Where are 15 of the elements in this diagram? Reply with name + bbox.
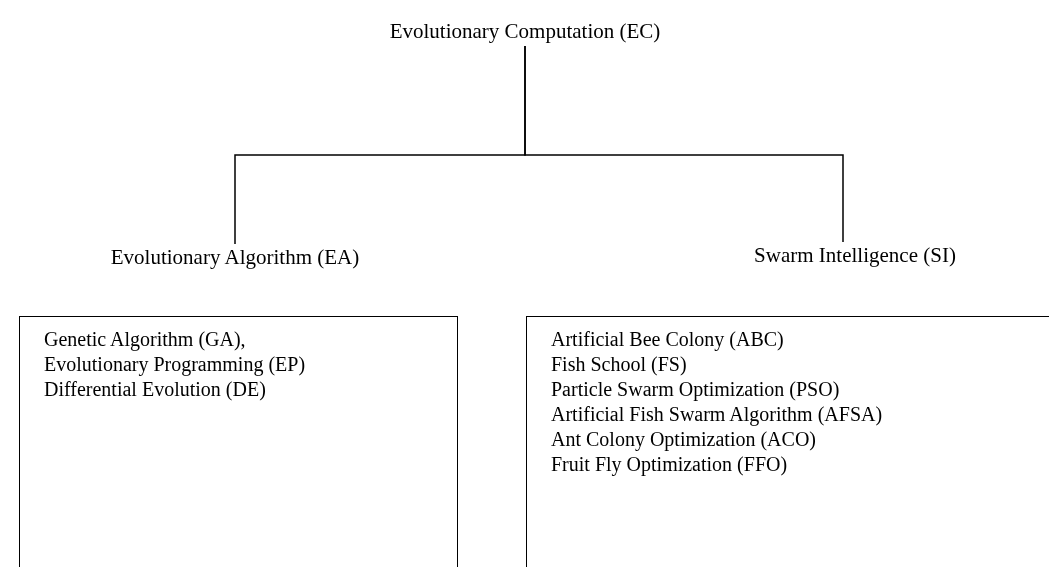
category-label: Evolutionary Computation (EC) [388, 18, 662, 44]
list-item: Particle Swarm Optimization (PSO) [551, 377, 841, 402]
list-item: Evolutionary Programming (EP) [44, 352, 307, 377]
list-item: Fruit Fly Optimization (FFO) [551, 452, 789, 477]
list-item: Fish School (FS) [551, 352, 688, 377]
list-box [19, 316, 458, 567]
list-box [526, 316, 1049, 567]
list-item: Artificial Bee Colony (ABC) [551, 327, 785, 352]
category-label: Swarm Intelligence (SI) [753, 242, 957, 268]
category-label: Evolutionary Algorithm (EA) [109, 244, 361, 270]
list-item: Genetic Algorithm (GA), [44, 327, 247, 352]
list-item: Artificial Fish Swarm Algorithm (AFSA) [551, 402, 884, 427]
list-item: Ant Colony Optimization (ACO) [551, 427, 817, 452]
list-item: Differential Evolution (DE) [44, 377, 267, 402]
tree-connector [524, 45, 844, 243]
